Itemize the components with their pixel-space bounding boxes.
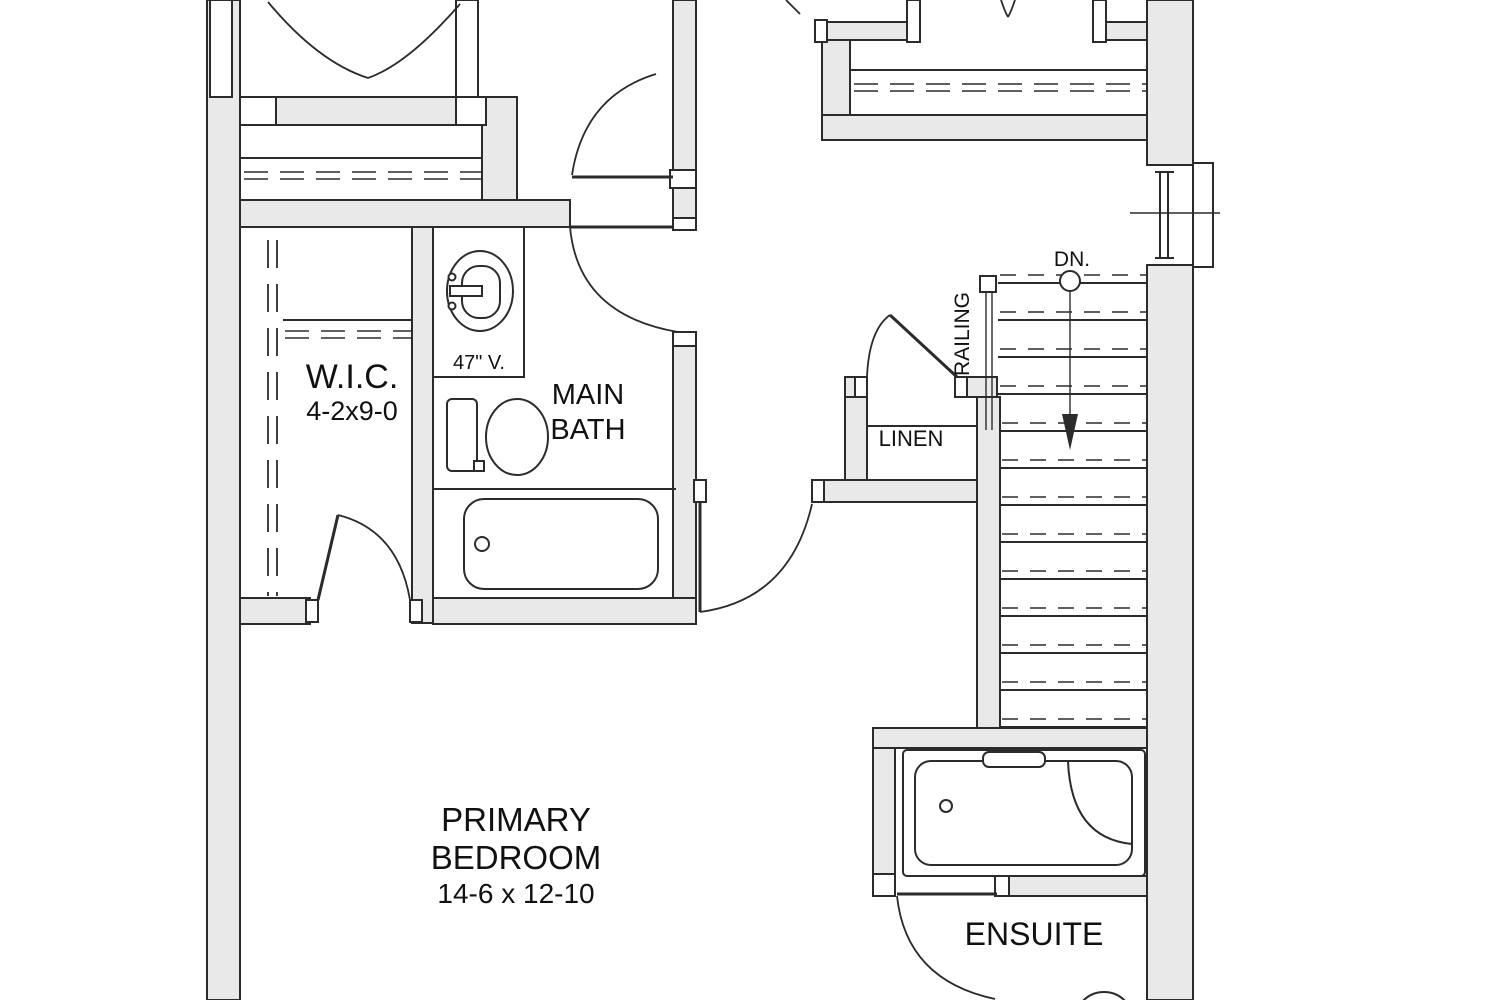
door-swing-arc — [338, 515, 410, 600]
jamb — [955, 377, 967, 397]
door-swing-arc — [1001, 0, 1008, 17]
wall-right-outer-lower — [1147, 265, 1193, 1000]
toilet-tank — [447, 399, 477, 471]
wall-wic-bath-divider — [412, 227, 433, 623]
wall-hall-north-stub — [673, 0, 696, 170]
label-vanity: 47" V. — [453, 352, 505, 374]
label-primary-line2: BEDROOM — [431, 839, 602, 876]
door-swing-arc — [867, 315, 890, 377]
door-swing-arc — [268, 2, 368, 78]
jamb — [306, 600, 318, 622]
jamb — [995, 874, 1009, 896]
door-swing-arc — [572, 74, 656, 175]
label-wic-dimensions: 4-2x9-0 — [306, 396, 398, 426]
room-labels: W.I.C. 4-2x9-0 47" V. MAIN BATH LINEN RA… — [306, 248, 1104, 952]
ensuite-tub-inner — [915, 761, 1132, 865]
ensuite-tub-drain — [940, 800, 952, 812]
label-main-bath-line1: MAIN — [552, 379, 625, 411]
door-swing-arc — [786, 0, 800, 14]
doors — [210, 0, 1015, 999]
toilet-detail — [474, 461, 484, 471]
jamb — [815, 20, 827, 42]
jamb — [240, 97, 276, 125]
closet-shelving — [240, 70, 1147, 596]
door-leaf-closet2-right — [1093, 0, 1106, 42]
wall-ensuite-north — [873, 728, 1147, 748]
wall-closet-right — [482, 97, 517, 203]
door-swing-arc — [1008, 0, 1015, 17]
label-main-bath-line2: BATH — [550, 414, 625, 446]
wall-closet2-bottom — [822, 115, 1147, 140]
door-swing-arc — [368, 4, 460, 78]
stair-start-circle — [1060, 271, 1080, 291]
label-linen: LINEN — [879, 426, 944, 451]
jamb — [855, 377, 867, 397]
label-primary-dimensions: 14-6 x 12-10 — [437, 878, 594, 909]
door-leaf-wic — [318, 515, 338, 600]
fixtures — [433, 227, 1145, 1000]
stair-treads — [998, 275, 1147, 727]
wall-closet2-west — [822, 40, 850, 115]
door-jambs — [240, 0, 1106, 896]
jamb — [670, 170, 696, 188]
door-leaf-closet2-left — [907, 0, 920, 42]
toilet-bowl — [486, 399, 548, 475]
ensuite-toilet-bowl — [1078, 992, 1130, 1000]
window — [1130, 163, 1220, 267]
label-railing: RAILING — [951, 292, 974, 376]
wall-hall-south — [824, 480, 997, 502]
wall-bath-east-upper — [673, 188, 696, 218]
ensuite-tub-divider — [1068, 761, 1132, 844]
label-ensuite: ENSUITE — [965, 916, 1104, 952]
door-leaf-hall — [890, 315, 957, 377]
wall-right-outer-upper — [1147, 0, 1193, 165]
down-arrow-head — [1062, 414, 1078, 450]
wall-left-outer — [207, 0, 240, 1000]
jamb — [812, 480, 824, 502]
jamb — [456, 97, 486, 125]
door-swing-arc — [897, 896, 995, 999]
label-down: DN. — [1054, 248, 1090, 271]
wall-wic-south-west — [240, 598, 310, 624]
wall-bath-south — [433, 598, 696, 624]
window-sill — [1193, 163, 1213, 267]
ensuite-tub-deck — [983, 752, 1045, 767]
wall-linen-west — [845, 397, 867, 480]
jamb — [694, 480, 706, 502]
bathtub-drain — [475, 537, 489, 551]
jamb — [873, 874, 895, 896]
wall-ensuite-west — [873, 748, 895, 878]
door-leaf-double-left — [210, 0, 232, 97]
jamb — [673, 332, 696, 346]
railing-post — [980, 276, 996, 292]
door-swing-arc — [570, 227, 678, 332]
jamb — [673, 218, 696, 230]
label-wic: W.I.C. — [306, 358, 399, 396]
stairs — [980, 271, 1147, 727]
bathtub — [464, 499, 658, 589]
wall-closet-bottom — [240, 200, 570, 227]
door-leaf-double-right — [456, 0, 478, 97]
sink-tap-dot — [449, 274, 456, 281]
sink-tap-dot — [449, 303, 456, 310]
sink-faucet — [450, 286, 482, 296]
wall-ensuite-mid — [995, 876, 1147, 896]
label-primary-line1: PRIMARY — [441, 801, 591, 838]
wall-bath-east-lower — [673, 346, 696, 598]
door-swing-arc — [700, 504, 812, 612]
jamb — [410, 600, 422, 622]
wall-stair-west — [977, 397, 1000, 743]
